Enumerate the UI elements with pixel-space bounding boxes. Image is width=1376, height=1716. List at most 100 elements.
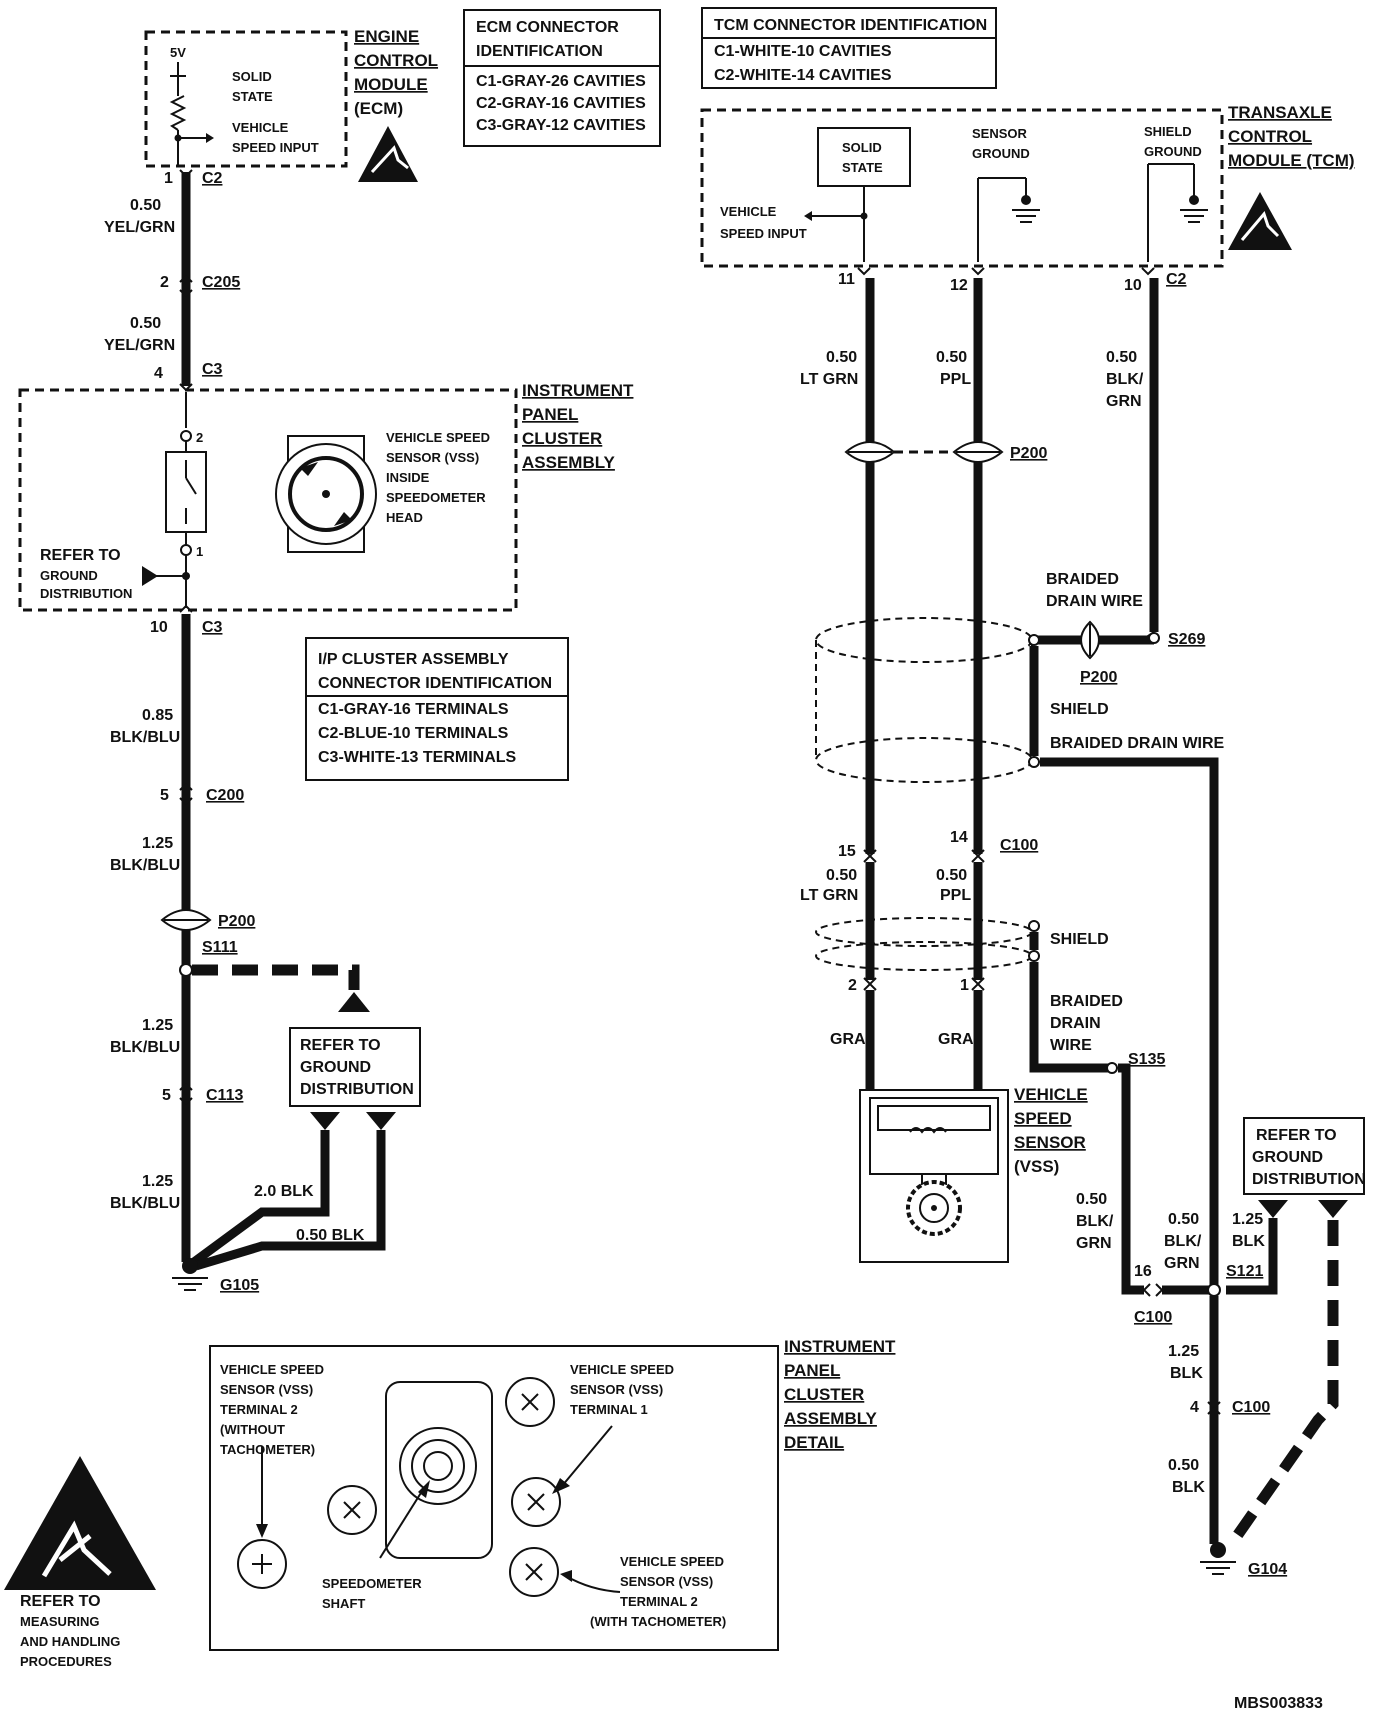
braided-label: DRAIN	[1050, 1015, 1101, 1032]
vss-title: (VSS)	[1014, 1157, 1059, 1176]
wire-label: 0.85	[142, 707, 173, 724]
refer-ground-box	[289, 1027, 421, 1107]
tcm-table-row: C1-WHITE-10 CAVITIES	[714, 43, 892, 60]
wire-label: PPL	[940, 887, 971, 904]
wire-label: 0.50	[1106, 349, 1137, 366]
esd-warning-icon	[358, 126, 418, 182]
tcm-harness: 0.50 LT GRN 0.50 PPL 0.50 BLK/ GRN P200 …	[800, 278, 1366, 1578]
detail-label: (WITHOUT	[220, 1422, 285, 1437]
tcm-sensor-ground-label: GROUND	[972, 146, 1030, 161]
wire-label: GRN	[1076, 1235, 1112, 1252]
wire-label: 0.50	[1168, 1457, 1199, 1474]
wire-label: BLK/BLU	[110, 729, 180, 746]
ecm-title-4: (ECM)	[354, 99, 403, 118]
terminal-icon	[509, 1547, 559, 1597]
ecm-resistor	[169, 95, 187, 131]
tcm-title-2: CONTROL	[1228, 127, 1312, 146]
connector-c205: C205	[202, 274, 240, 291]
arrow-down-icon	[1258, 1200, 1288, 1218]
passthrough-p200: P200	[218, 913, 255, 930]
detail-label: (WITH TACHOMETER)	[590, 1614, 726, 1629]
wire-label: LT GRN	[800, 371, 858, 388]
ip-table-header-2: CONNECTOR IDENTIFICATION	[318, 675, 552, 692]
tcm-vsi-label-1: VEHICLE	[720, 204, 777, 219]
vss-label: VEHICLE SPEED	[386, 430, 490, 445]
ecm-5v-label: 5V	[170, 45, 186, 60]
connector-c200: C200	[206, 787, 244, 804]
ecm-title-1: ENGINE	[354, 27, 419, 46]
ecm-outline	[144, 30, 348, 168]
wire-label: 1.25	[142, 835, 173, 852]
ip-table-row: C2-BLUE-10 TERMINALS	[318, 725, 509, 742]
tcm-title-1: TRANSAXLE	[1228, 103, 1332, 122]
wire-label: BLK/BLU	[110, 1039, 180, 1056]
speedometer-vss-icon	[275, 435, 377, 553]
ecm-table-row: C1-GRAY-26 CAVITIES	[476, 73, 646, 90]
tcm-sensor-ground-label: SENSOR	[972, 126, 1028, 141]
wire-label: LT GRN	[800, 887, 858, 904]
splice-s121: S121	[1226, 1263, 1263, 1280]
connector-c100: C100	[1000, 837, 1038, 854]
vss-label: SENSOR (VSS)	[386, 450, 479, 465]
wire-label: BLK	[1232, 1233, 1265, 1250]
ipc-title: CLUSTER	[522, 429, 602, 448]
ecm-table-row: C2-GRAY-16 CAVITIES	[476, 95, 646, 112]
wire-label: PPL	[940, 371, 971, 388]
wire-label: 0.50	[130, 197, 161, 214]
detail-label: SENSOR (VSS)	[570, 1382, 663, 1397]
tcm-title-3: MODULE (TCM)	[1228, 151, 1355, 170]
wire-label: 0.50	[936, 349, 967, 366]
passthrough-p200: P200	[1010, 445, 1047, 462]
wire-label: 0.50	[826, 867, 857, 884]
splice-s135: S135	[1128, 1051, 1165, 1068]
detail-label: SENSOR (VSS)	[220, 1382, 313, 1397]
detail-label: SPEEDOMETER	[322, 1576, 422, 1591]
pin-label: 2	[160, 274, 169, 291]
pin-label: 11	[838, 271, 855, 288]
ground-g105: G105	[220, 1277, 259, 1294]
ipc-title: PANEL	[522, 405, 578, 424]
splice-s269: S269	[1168, 631, 1205, 648]
left-harness-lower: 10 C3 0.85 BLK/BLU 5 C200 1.25 BLK/BLU P…	[110, 604, 421, 1294]
esd-warning-icon	[1228, 192, 1292, 250]
pin-label: 1	[960, 977, 969, 994]
wire-label: 1.25	[142, 1173, 173, 1190]
switch-pin-2: 2	[196, 430, 203, 445]
dashed-ground-wire	[1225, 1220, 1339, 1550]
pin-label: 5	[160, 787, 169, 804]
arrow-down-icon	[1318, 1200, 1348, 1218]
shield-label: SHIELD	[1050, 701, 1109, 718]
arrow-left-icon	[804, 211, 812, 221]
detail-label: VEHICLE SPEED	[220, 1362, 324, 1377]
connector-c3: C3	[202, 361, 223, 378]
tcm-solid-label: SOLID	[842, 140, 882, 155]
refer-label-1: REFER TO	[40, 547, 121, 564]
refer-label-3: DISTRIBUTION	[1252, 1171, 1366, 1188]
cable-shield	[815, 617, 1033, 783]
ecm-module: 5V SOLID STATE VEHICLE SPEED INPUT ENGIN…	[144, 27, 438, 187]
left-harness-upper: 0.50 YEL/GRN 2 C205 0.50 YEL/GRN 4 C3	[104, 169, 240, 392]
terminal-icon	[505, 1377, 555, 1427]
braided-label: BRAIDED	[1050, 993, 1123, 1010]
tcm-vsi-label-2: SPEED INPUT	[720, 226, 807, 241]
ecm-state-label: STATE	[232, 89, 273, 104]
wire-label: BLK/	[1076, 1213, 1114, 1230]
arrow-down-icon	[366, 1112, 396, 1130]
wire-label: BLK	[1170, 1365, 1203, 1382]
switch-pin-1: 1	[196, 544, 203, 559]
wire-label: 0.50	[1076, 1191, 1107, 1208]
arrow-down-icon	[310, 1112, 340, 1130]
arrow-right-icon	[206, 133, 214, 143]
dashed-ground-wire	[192, 964, 360, 990]
tcm-table-header: TCM CONNECTOR IDENTIFICATION	[714, 17, 987, 34]
braided-label: WIRE	[1050, 1037, 1092, 1054]
ecm-title-3: MODULE	[354, 75, 428, 94]
detail-label: VEHICLE SPEED	[570, 1362, 674, 1377]
ipc-title: ASSEMBLY	[522, 453, 616, 472]
esd-note: AND HANDLING	[20, 1634, 120, 1649]
wire-label: YEL/GRN	[104, 219, 175, 236]
detail-title: PANEL	[784, 1361, 840, 1380]
splice-s111: S111	[202, 939, 238, 956]
connector-c100: C100	[1134, 1309, 1172, 1326]
esd-note: MEASURING	[20, 1614, 99, 1629]
